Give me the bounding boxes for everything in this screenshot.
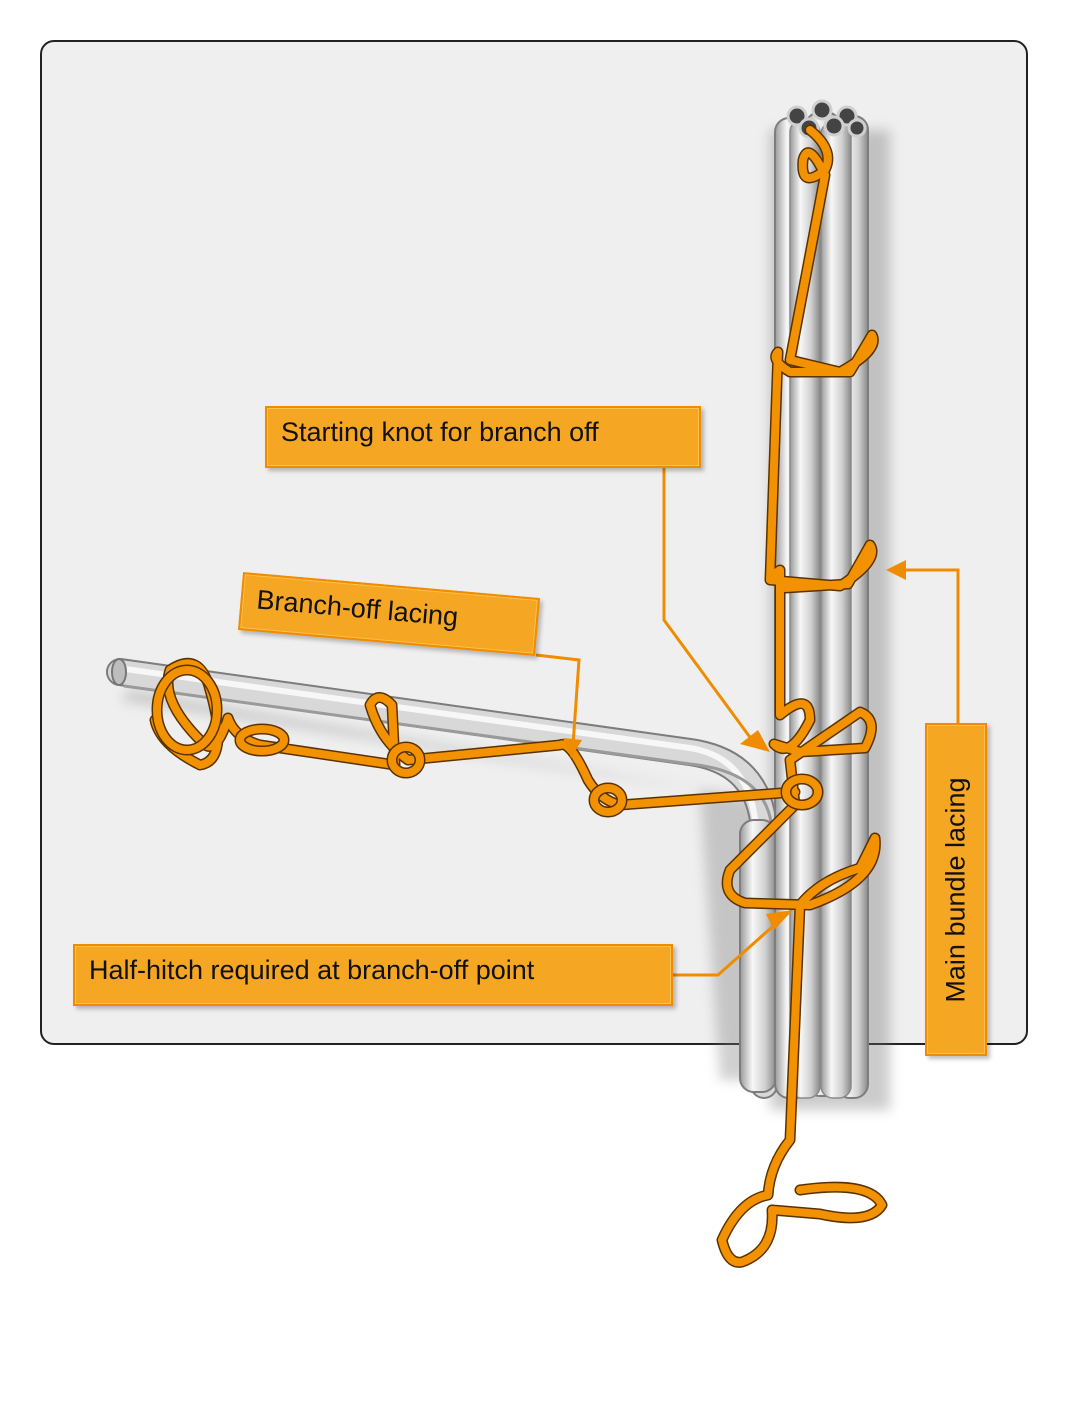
- leader-lines: [535, 466, 960, 977]
- arrowheads: [563, 560, 906, 930]
- arrow-branch-off: [563, 738, 582, 758]
- wire-ends: [786, 99, 867, 139]
- label-starting-knot: Starting knot for branch off: [265, 406, 701, 468]
- label-main-bundle-lacing-text: Main bundle lacing: [940, 776, 971, 1003]
- arrow-main-bundle: [886, 560, 906, 580]
- label-branch-off-lacing-text: Branch-off lacing: [255, 584, 460, 632]
- leader-branch-off: [535, 653, 581, 746]
- label-half-hitch: Half-hitch required at branch-off point: [73, 944, 673, 1006]
- lacing-cord: [149, 124, 888, 1268]
- leader-half-hitch: [672, 918, 781, 977]
- arrow-starting-knot: [740, 730, 770, 752]
- label-half-hitch-text: Half-hitch required at branch-off point: [89, 955, 535, 985]
- leader-starting-knot: [662, 466, 754, 741]
- arrow-half-hitch: [766, 910, 793, 930]
- label-main-bundle-lacing: Main bundle lacing: [925, 723, 987, 1056]
- leader-main-bundle: [900, 568, 960, 724]
- label-starting-knot-text: Starting knot for branch off: [281, 417, 599, 447]
